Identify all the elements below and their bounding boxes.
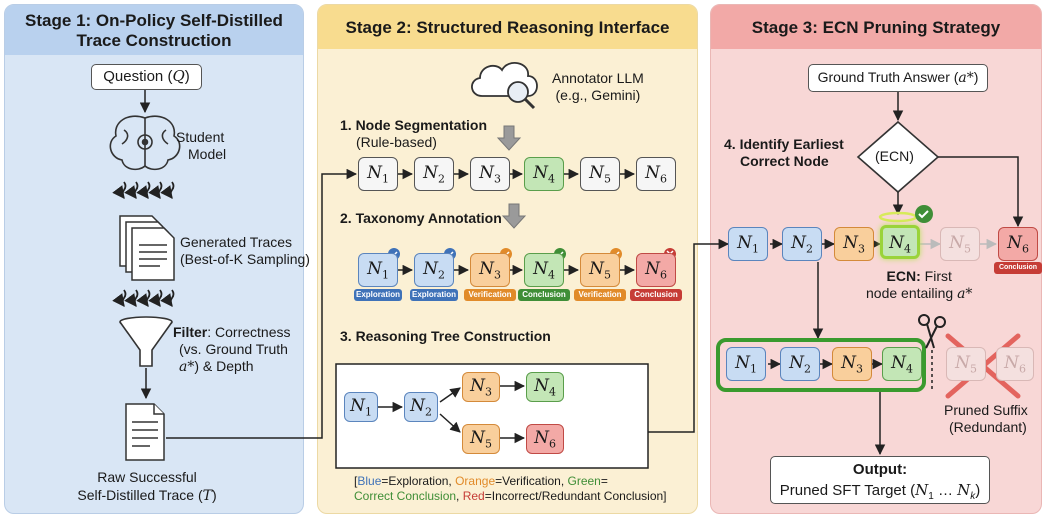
- documents-stack-icon: [119, 215, 175, 281]
- annot-node-1: N1: [358, 253, 398, 287]
- ecn-node-5: N5: [940, 227, 980, 261]
- filter-arrows-icon: [112, 289, 175, 308]
- raw-trace-label: Raw Successful Self-Distilled Trace (T): [77, 469, 217, 504]
- diamond-label: (ECN): [875, 148, 914, 164]
- cloud-search-icon: [471, 62, 538, 110]
- arrow-tree-to-ecn: [648, 238, 730, 433]
- tree-node-4: N4: [526, 372, 564, 402]
- ecn-definition: ECN: First node entailing a*: [866, 268, 973, 302]
- question-box: Question (Q): [91, 64, 202, 90]
- student-model-label: Student Model: [176, 129, 227, 162]
- seg-node-3: N3: [470, 157, 510, 191]
- tree-node-6: N6: [526, 424, 564, 454]
- seg-node-1: N1: [358, 157, 398, 191]
- tree-edges: [378, 380, 526, 444]
- tag-conclusion: Conclusion: [994, 262, 1042, 274]
- annotator-llm-label: Annotator LLM (e.g., Gemini): [552, 70, 644, 103]
- annot-node-2: N2: [414, 253, 454, 287]
- tree-node-3: N3: [462, 372, 500, 402]
- seg-node-4: N4: [524, 157, 564, 191]
- tree-construction-label: 3. Reasoning Tree Construction: [340, 328, 551, 344]
- pruned-node-1: N1: [726, 347, 766, 381]
- pruned-node-4: N4: [882, 347, 922, 381]
- tree-node-2: N2: [404, 392, 438, 422]
- tag-verification: Verification: [464, 289, 516, 301]
- color-legend: [Blue=Exploration, Orange=Verification, …: [354, 474, 667, 503]
- stage2-title: Stage 2: Structured Reasoning Interface: [318, 5, 697, 49]
- tree-node-1: N1: [344, 392, 378, 422]
- seg-node-2: N2: [414, 157, 454, 191]
- output-box: Output: Pruned SFT Target (N1 … Nk): [770, 456, 990, 504]
- brain-icon: [109, 115, 181, 171]
- ecn-node-3: N3: [834, 227, 874, 261]
- pruned-node-2: N2: [780, 347, 820, 381]
- tag-exploration: Exploration: [410, 289, 458, 301]
- node-segmentation-label: 1. Node Segmentation (Rule-based): [340, 117, 488, 150]
- annot-node-4: N4: [524, 253, 564, 287]
- removed-node-5: N5: [946, 347, 986, 381]
- down-arrow-icon: [496, 125, 522, 151]
- sampling-arrows-icon: [112, 181, 175, 200]
- tag-conclusion: Conclusion: [518, 289, 570, 301]
- generated-traces-label: Generated Traces (Best-of-K Sampling): [180, 234, 310, 267]
- document-icon: [125, 403, 165, 461]
- highlight-ring: [878, 211, 918, 223]
- ecn-node-2: N2: [782, 227, 822, 261]
- ecn-node-1: N1: [728, 227, 768, 261]
- funnel-icon: [119, 316, 173, 367]
- annot-node-6: N6: [636, 253, 676, 287]
- down-arrow-icon: [501, 203, 527, 229]
- tag-conclusion: Conclusion: [630, 289, 682, 301]
- taxonomy-annotation-label: 2. Taxonomy Annotation: [340, 210, 502, 226]
- tag-exploration: Exploration: [354, 289, 402, 301]
- stage1-title: Stage 1: On-Policy Self-Distilled Trace …: [5, 5, 303, 55]
- annot-node-5: N5: [580, 253, 620, 287]
- arrow-diamond-n6: [938, 156, 1024, 228]
- ecn-node-6: N6: [998, 227, 1038, 261]
- arrow-trace-to-segmentation: [166, 168, 358, 439]
- tag-verification: Verification: [574, 289, 626, 301]
- removed-node-6: N6: [996, 347, 1034, 381]
- pruned-suffix-label: Pruned Suffix (Redundant): [944, 402, 1028, 435]
- identify-ecn-label: 4. Identify Earliest Correct Node: [724, 136, 844, 169]
- stage3-title: Stage 3: ECN Pruning Strategy: [711, 5, 1041, 49]
- ecn-node-4: N4: [880, 225, 920, 259]
- check-mark: [918, 210, 929, 219]
- seg-node-5: N5: [580, 157, 620, 191]
- pruned-frame: [716, 338, 926, 392]
- tree-node-5: N5: [462, 424, 500, 454]
- filter-label: Filter: Correctness (vs. Ground Truth a*…: [173, 324, 291, 375]
- ground-truth-box: Ground Truth Answer (a*): [808, 64, 988, 92]
- seg-node-6: N6: [636, 157, 676, 191]
- annot-node-3: N3: [470, 253, 510, 287]
- scissors-icon: [918, 314, 946, 349]
- pruned-node-3: N3: [832, 347, 872, 381]
